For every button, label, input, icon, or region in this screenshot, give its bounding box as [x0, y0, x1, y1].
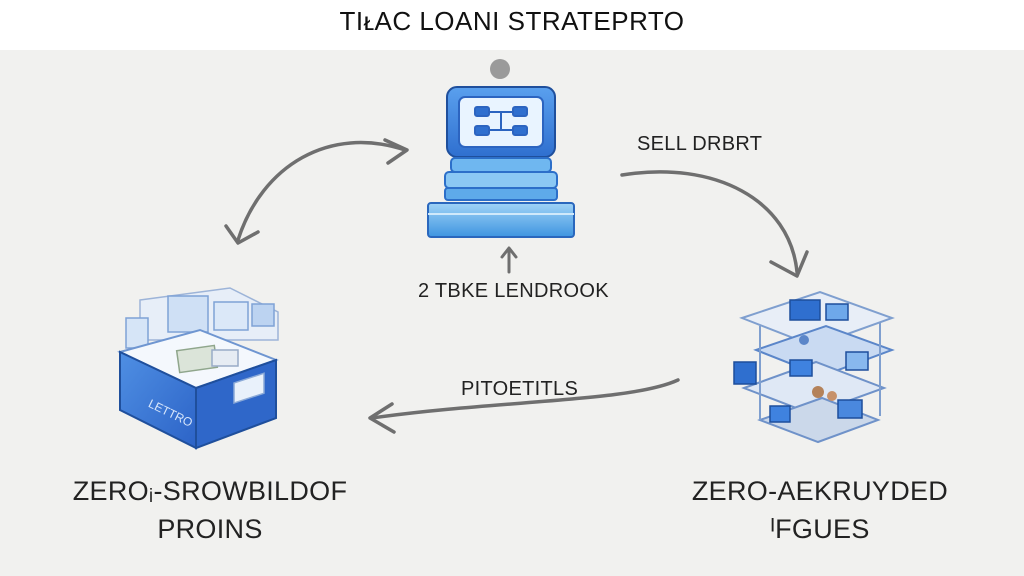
node-label-top: 2 TBKE LENDROOK [418, 280, 609, 302]
diagram-title: TIᴌAC LOANI STRATEPRTO [339, 6, 685, 36]
arrow-right-to-left [368, 378, 680, 434]
arrow-top-to-left [224, 138, 409, 245]
node-label-left-line2: PROINS [157, 514, 263, 544]
edge-label-right-to-left: PITOETITLS [461, 378, 579, 400]
arrow-up-small [500, 246, 518, 274]
arrow-top-to-right [620, 170, 809, 278]
server-computer-icon [427, 59, 575, 238]
edge-label-top-to-right: SELL DRBRT [637, 133, 763, 155]
node-label-right: ZERO-AEKRUYDED ᴵFGUES [670, 472, 970, 548]
title-bar [0, 0, 1024, 50]
isometric-network-icon [733, 290, 895, 444]
node-label-left-line1: ZEROᵢ-SROWBILDOF [72, 476, 348, 506]
node-label-left: ZEROᵢ-SROWBILDOF PROINS [60, 472, 360, 548]
node-label-right-line1: ZERO-AEKRUYDED [691, 476, 949, 506]
isometric-box-icon: LETTRO [117, 287, 279, 450]
node-label-right-line2: ᴵFGUES [770, 514, 870, 544]
